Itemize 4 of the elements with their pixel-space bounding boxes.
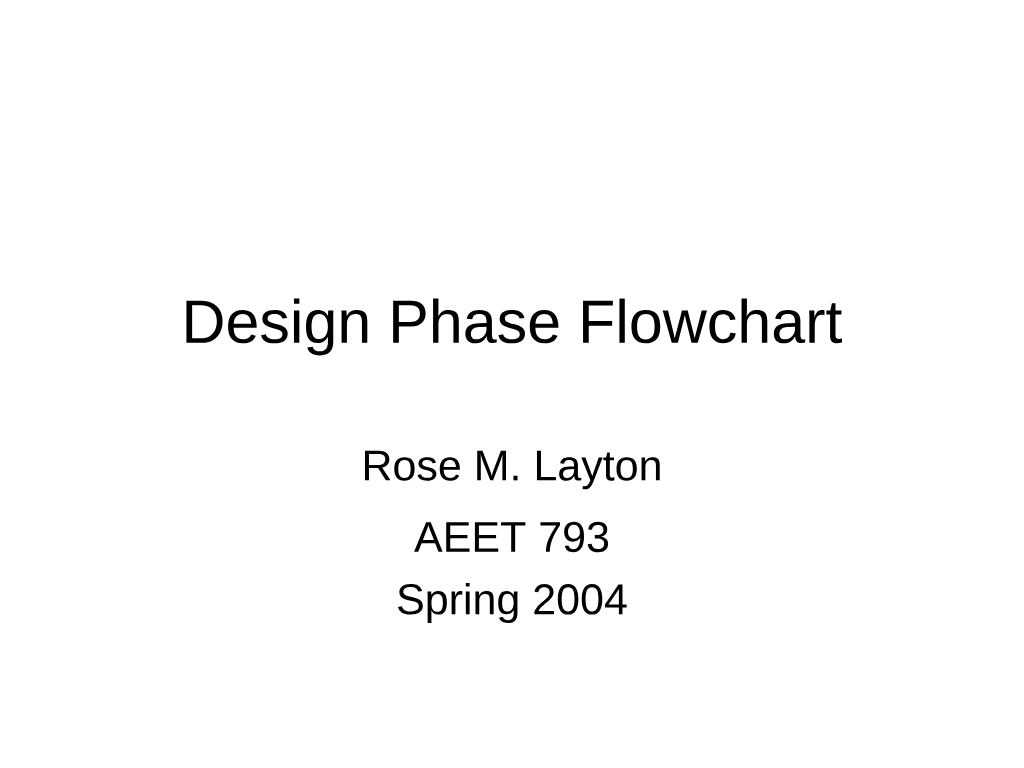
slide-title: Design Phase Flowchart xyxy=(186,298,842,356)
subtitle-line: AEET 793 xyxy=(414,521,609,553)
subtitle-line: Spring 2004 xyxy=(398,582,627,624)
subtitle-line: Rose M. Layton xyxy=(364,450,660,490)
